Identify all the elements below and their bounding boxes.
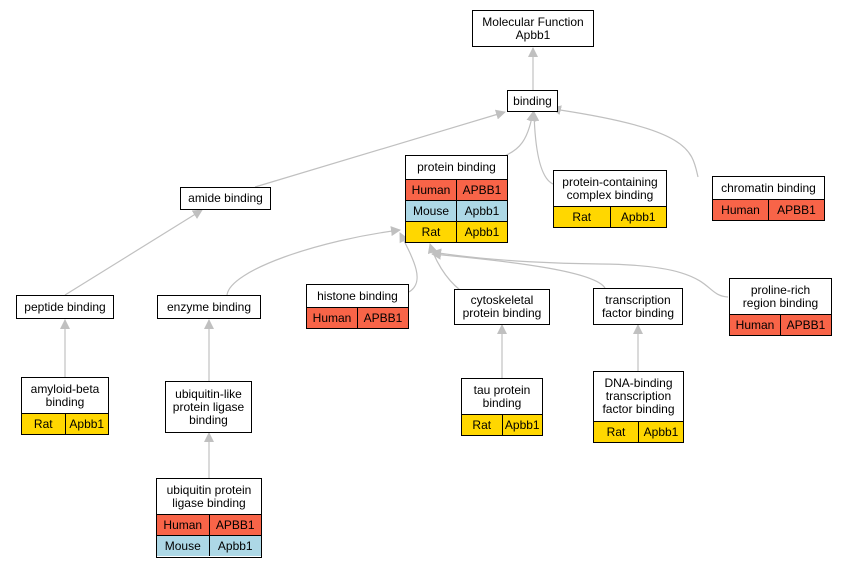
node-label: Molecular Function Apbb1 xyxy=(482,14,584,42)
species-cell: Rat xyxy=(472,418,492,432)
node-label: amide binding xyxy=(188,191,263,205)
annotation-row-rat: Rat Apbb1 xyxy=(462,414,542,435)
species-cell: Human xyxy=(163,518,203,532)
node-histone-binding[interactable]: histone binding Human APBB1 xyxy=(306,284,409,329)
node-label: binding xyxy=(513,93,552,108)
gene-cell: APBB1 xyxy=(456,180,507,200)
annotation-row-human: Human APBB1 xyxy=(406,179,507,200)
node-label: protein binding xyxy=(417,160,496,174)
species-cell: Rat xyxy=(33,417,53,431)
node-enzyme-binding[interactable]: enzyme binding xyxy=(157,295,261,319)
node-label: tau protein binding xyxy=(473,382,531,410)
node-peptide-binding[interactable]: peptide binding xyxy=(16,295,114,319)
edge-amide-binding-to-binding xyxy=(254,109,506,188)
annotation-row-mouse: Mouse Apbb1 xyxy=(157,535,261,556)
node-transcription-factor-binding[interactable]: transcription factor binding xyxy=(593,288,683,325)
node-label: transcription factor binding xyxy=(601,292,675,320)
gene-cell: APBB1 xyxy=(768,200,824,220)
edge-complex-binding-to-binding xyxy=(529,111,554,185)
node-protein-containing-complex-binding[interactable]: protein-containing complex binding Rat A… xyxy=(553,170,667,228)
node-amide-binding[interactable]: amide binding xyxy=(180,187,271,210)
node-label: enzyme binding xyxy=(166,299,252,314)
node-label: ubiquitin protein ligase binding xyxy=(166,482,252,510)
annotation-row-rat: Rat Apbb1 xyxy=(406,221,507,242)
annotation-row-rat: Rat Apbb1 xyxy=(594,421,683,442)
node-dna-binding-transcription-factor-binding[interactable]: DNA-binding transcription factor binding… xyxy=(593,371,684,443)
node-ubiquitin-like-protein-ligase-binding[interactable]: ubiquitin-like protein ligase binding xyxy=(165,381,252,433)
node-label: ubiquitin-like protein ligase binding xyxy=(172,386,245,427)
node-binding[interactable]: binding xyxy=(507,90,558,112)
edge-peptide-binding-to-amide-binding xyxy=(64,209,203,296)
annotation-row-human: Human APBB1 xyxy=(157,514,261,535)
annotation-row-rat: Rat Apbb1 xyxy=(22,413,108,434)
node-amyloid-beta-binding[interactable]: amyloid-beta binding Rat Apbb1 xyxy=(21,377,109,435)
edge-proline-rich-binding-to-protein-binding xyxy=(431,248,729,298)
node-label: DNA-binding transcription factor binding xyxy=(602,376,675,416)
node-label: amyloid-beta binding xyxy=(30,381,100,409)
node-ubiquitin-protein-ligase-binding[interactable]: ubiquitin protein ligase binding Human A… xyxy=(156,478,262,558)
node-proline-rich-region-binding[interactable]: proline-rich region binding Human APBB1 xyxy=(729,278,832,336)
annotation-row-rat: Rat Apbb1 xyxy=(554,206,666,227)
edge-transcription-factor-binding-to-protein-binding xyxy=(431,249,606,289)
species-cell: Human xyxy=(735,318,775,332)
species-cell: Human xyxy=(721,203,760,217)
gene-cell: Apbb1 xyxy=(501,415,543,435)
species-cell: Human xyxy=(312,311,352,325)
species-cell: Mouse xyxy=(412,204,450,218)
gene-cell: Apbb1 xyxy=(208,536,262,556)
gene-cell: Apbb1 xyxy=(456,201,507,221)
annotation-row-mouse: Mouse Apbb1 xyxy=(406,200,507,221)
node-cytoskeletal-protein-binding[interactable]: cytoskeletal protein binding xyxy=(454,289,550,325)
node-tau-protein-binding[interactable]: tau protein binding Rat Apbb1 xyxy=(461,378,543,436)
gene-cell: APBB1 xyxy=(357,308,408,328)
species-cell: Mouse xyxy=(164,539,201,553)
node-molecular-function[interactable]: Molecular Function Apbb1 xyxy=(472,10,594,47)
gene-cell: Apbb1 xyxy=(609,207,667,227)
edge-cytoskeletal-binding-to-protein-binding xyxy=(427,243,461,291)
gene-cell: Apbb1 xyxy=(638,422,683,442)
gene-cell: APBB1 xyxy=(208,515,262,535)
node-protein-binding[interactable]: protein binding Human APBB1 Mouse Apbb1 … xyxy=(405,155,508,243)
species-cell: Rat xyxy=(421,225,441,239)
node-label: histone binding xyxy=(317,288,398,303)
species-cell: Human xyxy=(411,183,451,197)
node-label: proline-rich region binding xyxy=(742,282,819,310)
edge-enzyme-binding-to-protein-binding xyxy=(226,226,401,296)
edge-histone-binding-to-protein-binding xyxy=(399,232,418,293)
node-label: peptide binding xyxy=(24,299,106,314)
gene-cell: APBB1 xyxy=(780,315,831,335)
gene-cell: Apbb1 xyxy=(64,414,109,434)
annotation-row-human: Human APBB1 xyxy=(730,314,831,335)
node-label: chromatin binding xyxy=(721,180,816,195)
annotation-row-human: Human APBB1 xyxy=(713,199,824,220)
node-label: protein-containing complex binding xyxy=(562,174,658,202)
species-cell: Rat xyxy=(572,210,592,224)
edge-chromatin-binding-to-binding xyxy=(551,105,699,178)
node-chromatin-binding[interactable]: chromatin binding Human APBB1 xyxy=(712,176,825,221)
gene-cell: Apbb1 xyxy=(456,222,507,242)
node-label: cytoskeletal protein binding xyxy=(462,293,542,320)
edge-protein-binding-to-binding xyxy=(501,111,537,158)
annotation-row-human: Human APBB1 xyxy=(307,307,408,328)
species-cell: Rat xyxy=(606,425,626,439)
